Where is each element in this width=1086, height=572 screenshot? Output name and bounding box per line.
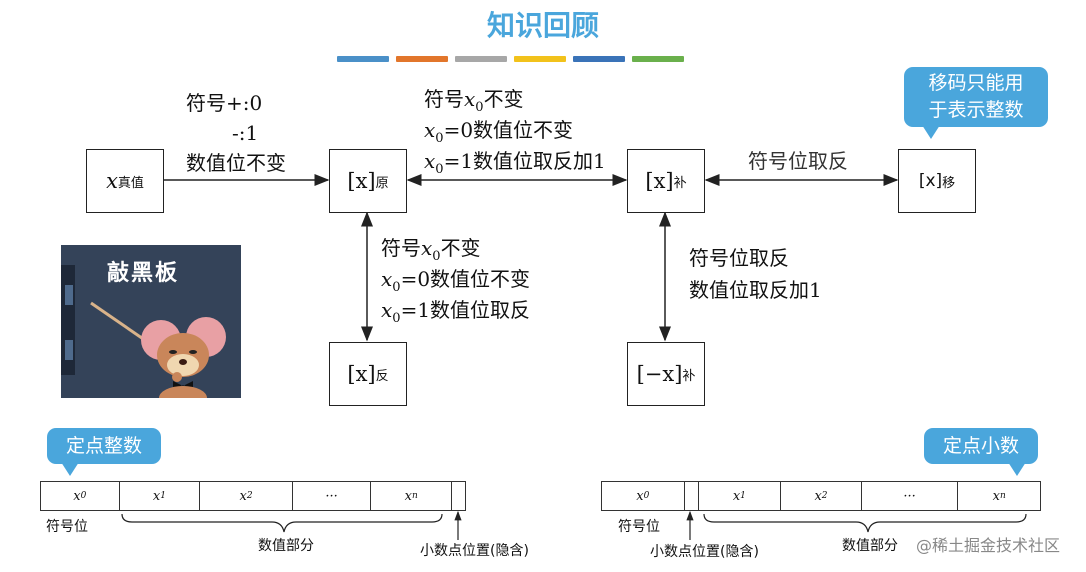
fraction-register-cell-5: ··· bbox=[862, 482, 959, 510]
watermark: @稀土掘金技术社区 bbox=[916, 536, 1061, 555]
color-bar-6 bbox=[632, 56, 684, 62]
callout-offset-line2: 于表示整数 bbox=[928, 99, 1024, 121]
integer-value-label: 数值部分 bbox=[258, 538, 314, 554]
callout-offset-line1: 移码只能用 bbox=[928, 72, 1024, 94]
label-orig-ones-3: x0=1数值位取反 bbox=[381, 298, 531, 326]
fraction-value-label: 数值部分 bbox=[842, 538, 898, 554]
integer-register-cell-4: ··· bbox=[293, 482, 372, 510]
fraction-value-brace bbox=[703, 513, 1027, 533]
label-orig-comp-2: x0=0数值位不变 bbox=[424, 118, 574, 146]
label-comp-neg-1: 符号位取反 bbox=[689, 246, 789, 270]
complement-code-box: [x]补 bbox=[627, 149, 705, 213]
integer-value-brace bbox=[121, 513, 443, 533]
label-comp-offset: 符号位取反 bbox=[748, 149, 848, 173]
offset-code-box: [x]移 bbox=[898, 149, 976, 213]
original-code-box: [x]原 bbox=[329, 149, 407, 213]
color-bar-4 bbox=[514, 56, 566, 62]
image-caption: 敲黑板 bbox=[107, 261, 180, 286]
color-bar-1 bbox=[337, 56, 389, 62]
label-orig-ones-1: 符号x0不变 bbox=[381, 236, 481, 264]
callout-integer: 定点整数 bbox=[47, 428, 161, 476]
label-orig-comp-1: 符号x0不变 bbox=[424, 87, 524, 115]
page-title: 知识回顾 bbox=[486, 9, 599, 42]
integer-point-label: 小数点位置(隐含) bbox=[420, 543, 529, 559]
label-orig-comp-3: x0=1数值位取反加1 bbox=[424, 149, 606, 177]
fraction-register-cell-2 bbox=[685, 482, 699, 510]
label-orig-ones-2: x0=0数值位不变 bbox=[381, 267, 531, 295]
color-bar-5 bbox=[573, 56, 625, 62]
color-bar-3 bbox=[455, 56, 507, 62]
callout-offset-note: 移码只能用 于表示整数 bbox=[904, 67, 1048, 139]
label-sign-plus: 符号+:0 bbox=[186, 91, 263, 115]
label-comp-neg-2: 数值位取反加1 bbox=[689, 278, 822, 302]
label-sign-minus: -:1 bbox=[232, 121, 259, 145]
label-value-unchanged: 数值位不变 bbox=[186, 151, 286, 175]
negative-complement-box: [−x]补 bbox=[627, 342, 705, 406]
callout-fraction: 定点小数 bbox=[924, 428, 1038, 476]
cartoon-image: 敲黑板 bbox=[61, 245, 241, 398]
ones-complement-box: [x]反 bbox=[329, 342, 407, 406]
fraction-sign-label: 符号位 bbox=[618, 519, 660, 535]
integer-sign-label: 符号位 bbox=[46, 519, 88, 535]
color-bar-2 bbox=[396, 56, 448, 62]
fraction-point-label: 小数点位置(隐含) bbox=[650, 544, 759, 560]
